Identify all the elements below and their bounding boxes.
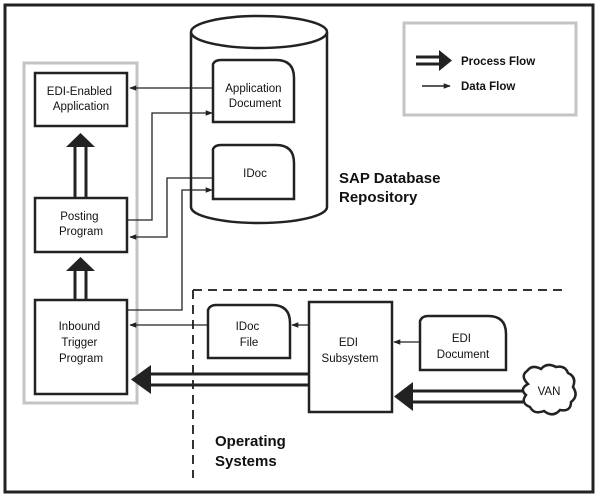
data-flow-idoc-to-posting bbox=[129, 177, 212, 240]
posting-program-box bbox=[33, 196, 129, 254]
process-flow-legend-arrow bbox=[416, 50, 452, 71]
application-document-shape bbox=[211, 58, 296, 124]
edi-subsystem-label: EDI Subsystem bbox=[322, 337, 379, 365]
idoc-shape bbox=[211, 143, 296, 201]
sap-database-repository-label: SAP Database Repository bbox=[339, 170, 445, 206]
legend: Process Flow Data Flow bbox=[402, 21, 578, 117]
edi-document-label: EDI Document bbox=[437, 333, 490, 361]
sap-application-group-frame bbox=[22, 61, 139, 405]
van-cloud bbox=[521, 363, 577, 416]
posting-program-label: Posting Program bbox=[59, 211, 103, 238]
idoc-file-shape bbox=[206, 303, 292, 360]
edi-enabled-application-box bbox=[33, 71, 129, 128]
inbound-trigger-program-label: Inbound Trigger Program bbox=[59, 321, 104, 365]
edi-enabled-application-label: EDI-Enabled Application bbox=[47, 86, 115, 113]
data-flow-posting-to-appdoc bbox=[128, 110, 213, 221]
process-flow-arrow-posting-to-application bbox=[66, 133, 95, 197]
inbound-trigger-program-box bbox=[33, 298, 129, 396]
legend-data-flow: Data Flow bbox=[461, 81, 515, 93]
idoc-label: IDoc bbox=[243, 168, 267, 180]
van-label: VAN bbox=[538, 386, 561, 398]
data-flow-trigger-to-idoc bbox=[128, 187, 213, 311]
process-flow-arrow-trigger-to-posting bbox=[66, 257, 95, 299]
application-document-label: Application Document bbox=[225, 83, 284, 110]
outer-frame bbox=[3, 3, 595, 494]
edi-subsystem-box bbox=[307, 300, 394, 414]
legend-process-flow: Process Flow bbox=[461, 56, 535, 68]
process-flow-arrow-subsystem-to-trigger bbox=[131, 365, 308, 394]
edi-document-shape bbox=[418, 314, 508, 372]
idoc-file-label: IDoc File bbox=[236, 321, 263, 349]
operating-systems-label: Operating Systems bbox=[215, 433, 290, 470]
process-flow-arrow-van-to-subsystem bbox=[394, 382, 523, 411]
